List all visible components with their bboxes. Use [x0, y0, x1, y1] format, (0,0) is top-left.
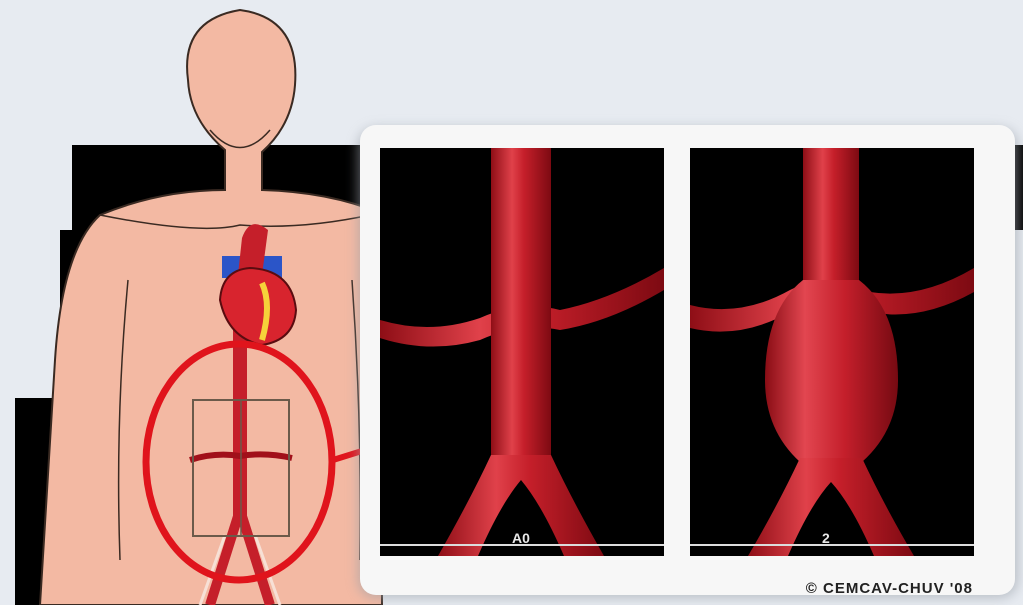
panel-aneurysm [690, 148, 974, 556]
panel-right-label: 2 [822, 530, 830, 546]
panel-normal-aorta [380, 148, 664, 556]
human-figure [40, 10, 382, 605]
panel-left-label: A0 [512, 530, 530, 546]
copyright-credit: © CEMCAV-CHUV '08 [806, 580, 973, 597]
